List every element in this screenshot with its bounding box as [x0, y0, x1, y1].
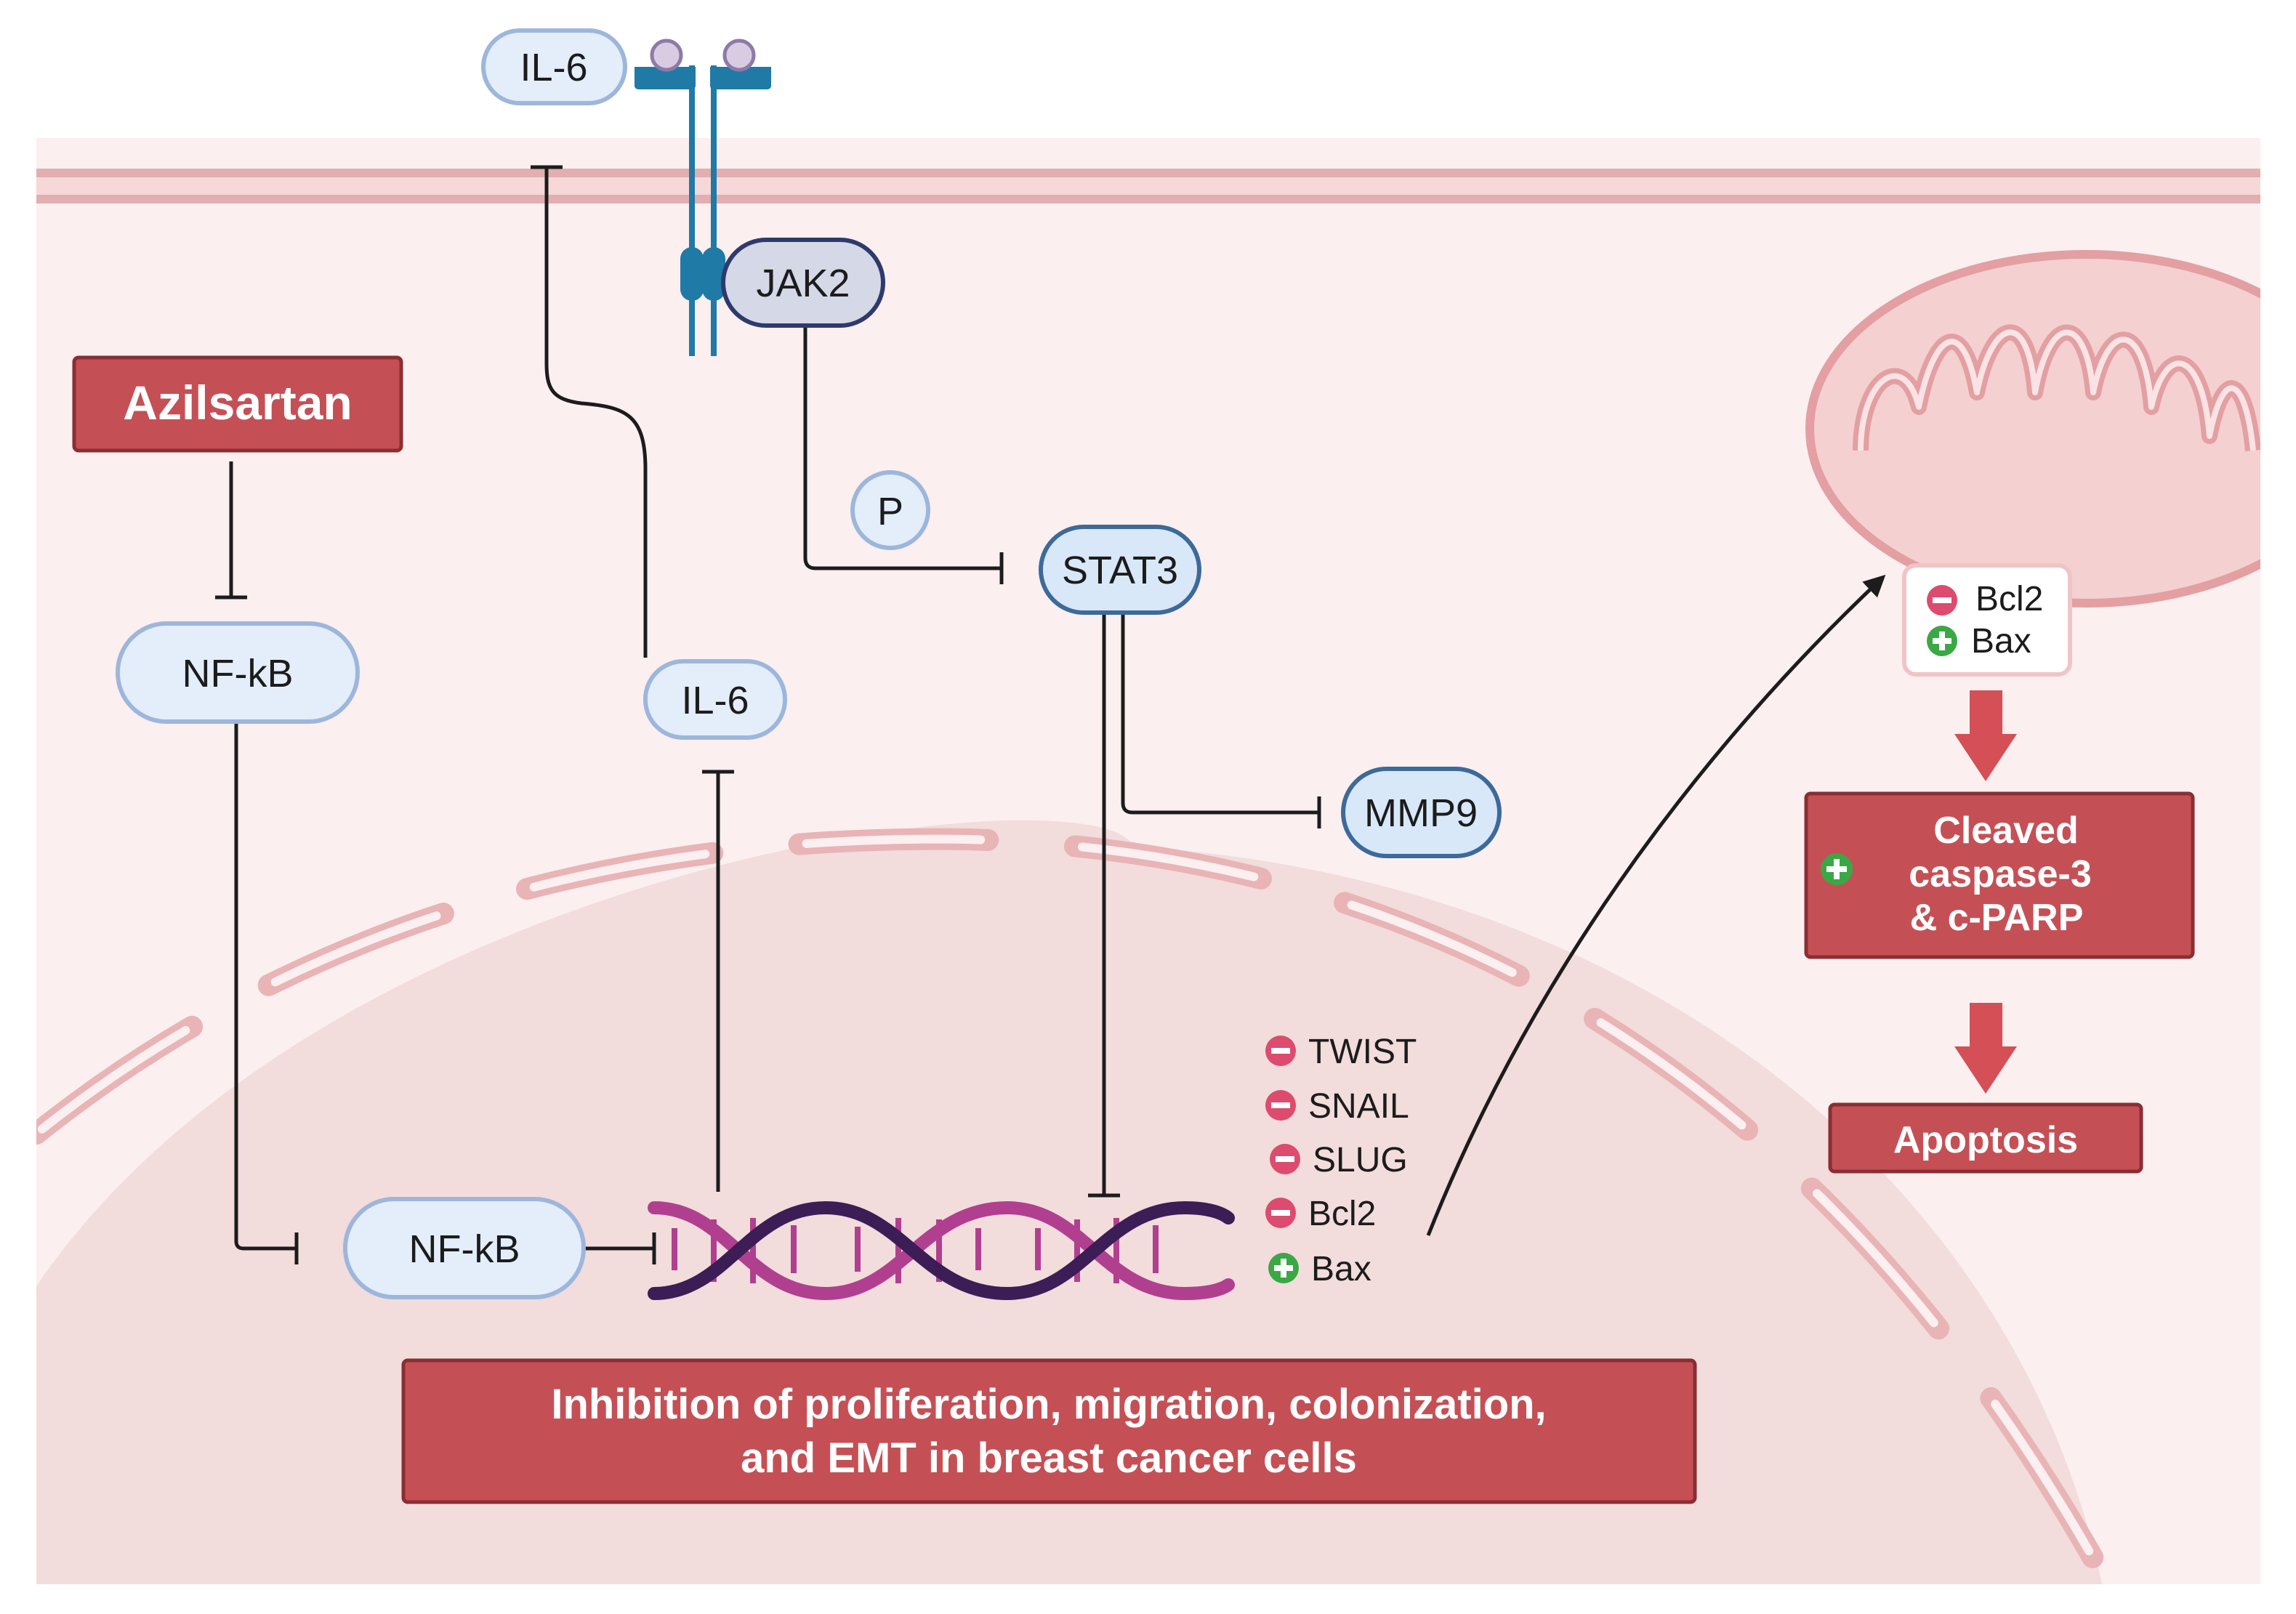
nfkb-cytoplasm-node: NF-kB [116, 621, 360, 724]
gene-label: SLUG [1313, 1141, 1408, 1179]
gene-label: SNAIL [1308, 1087, 1409, 1126]
il6-extracellular-node: IL-6 [481, 28, 627, 105]
mmp9-node: MMP9 [1341, 767, 1502, 858]
jak2-label: JAK2 [756, 262, 850, 305]
gene-item: TWIST [1265, 1033, 1417, 1071]
caspase-line: & c-PARP [1910, 897, 2084, 939]
nfkb-nuclear-node: NF-kB [343, 1197, 586, 1299]
mito-effect-label: Bcl2 [1975, 580, 2043, 618]
gene-item: SNAIL [1265, 1087, 1409, 1126]
gene-label: TWIST [1308, 1033, 1417, 1071]
plasma-membrane [36, 169, 2260, 203]
il6-cytoplasm-node: IL-6 [643, 659, 787, 740]
nfkb-cytoplasm-label: NF-kB [182, 652, 294, 695]
il6-extracellular-label: IL-6 [520, 46, 587, 89]
mito-effect-label: Bax [1971, 622, 2031, 661]
mitochondrion-icon [1805, 250, 2260, 608]
dna-helix-icon [648, 1201, 1235, 1301]
block-arrow [1954, 690, 2017, 781]
caspase-box: Cleaved caspase-3 & c-PARP [1804, 791, 2195, 959]
gene-effects-list: TWIST SNAIL SLUG Bcl2 Bax [1265, 1033, 1417, 1288]
phosphate-label: P [877, 490, 903, 533]
gene-label: Bax [1311, 1250, 1371, 1288]
jak2-node: JAK2 [721, 238, 885, 328]
mmp9-label: MMP9 [1364, 791, 1478, 835]
stat3-node: STAT3 [1039, 525, 1201, 615]
il6-receptor-icon [635, 39, 771, 356]
gene-label: Bcl2 [1308, 1195, 1376, 1233]
mito-effects-box: Bcl2 Bax [1902, 563, 2072, 677]
pathway-connectors [215, 165, 1886, 1264]
il6-cytoplasm-label: IL-6 [681, 679, 749, 722]
drug-label: Azilsartan [123, 376, 352, 429]
gene-item: SLUG [1270, 1141, 1408, 1179]
phosphate-node: P [850, 470, 930, 550]
gene-item: Bax [1268, 1250, 1371, 1288]
outcome-line: Inhibition of proliferation, migration, … [551, 1381, 1546, 1428]
drug-box: Azilsartan [72, 355, 403, 453]
outcome-line: and EMT in breast cancer cells [741, 1435, 1357, 1482]
outcome-box: Inhibition of proliferation, migration, … [401, 1358, 1697, 1504]
nfkb-nuclear-label: NF-kB [409, 1227, 520, 1271]
caspase-line: Cleaved [1933, 810, 2078, 852]
apoptosis-box: Apoptosis [1828, 1102, 2143, 1174]
stat3-label: STAT3 [1062, 549, 1178, 592]
caspase-line: caspase-3 [1909, 853, 2092, 895]
apoptosis-label: Apoptosis [1893, 1119, 2078, 1161]
block-arrow [1954, 1003, 2017, 1094]
gene-item: Bcl2 [1265, 1195, 1376, 1233]
